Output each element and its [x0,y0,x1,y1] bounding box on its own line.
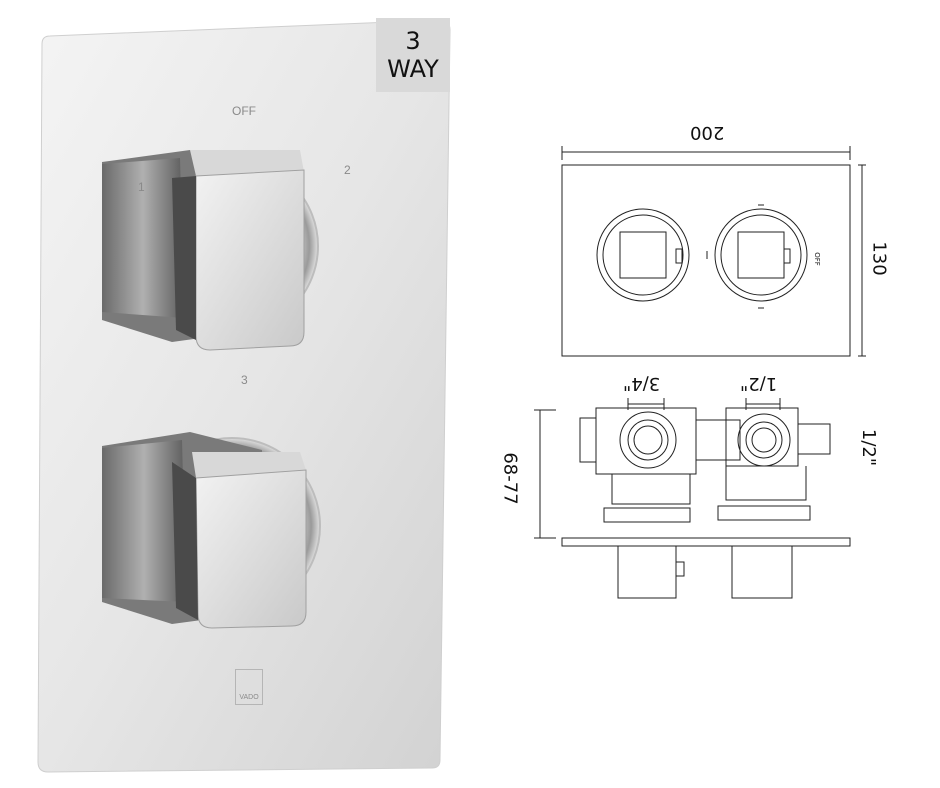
plate-label-off: OFF [232,104,256,118]
height-dimension: 130 [868,241,890,276]
trim-plate [37,19,451,773]
side-view-drawing [534,398,851,599]
plate-label-3: 3 [241,373,248,387]
depth-dimension: 68-77 [499,452,521,505]
port-right-dimension: 1/2" [740,373,778,394]
plate-label-2: 2 [344,163,351,177]
brand-text: VADO [239,694,259,701]
badge-number: 3 [405,27,421,55]
three-way-badge: 3 WAY [376,18,450,92]
width-dimension: 200 [690,122,725,143]
badge-word: WAY [387,55,439,83]
lower-cube-front [195,469,307,629]
port-left-dimension: 3/4" [623,373,661,394]
lower-cube-side [102,440,186,602]
upper-cube-side [102,158,184,318]
diverter-handle [102,150,319,351]
brand-logo: VADO [235,669,263,705]
front-off-label: OFF [812,252,821,266]
front-plate-outline [561,164,851,357]
thermostat-handle [102,432,321,629]
port-side-dimension: 1/2" [858,428,880,467]
upper-cube-front [195,169,305,351]
front-view-drawing [561,146,866,357]
plate-label-1: 1 [138,180,145,194]
side-plate-line [561,537,851,547]
